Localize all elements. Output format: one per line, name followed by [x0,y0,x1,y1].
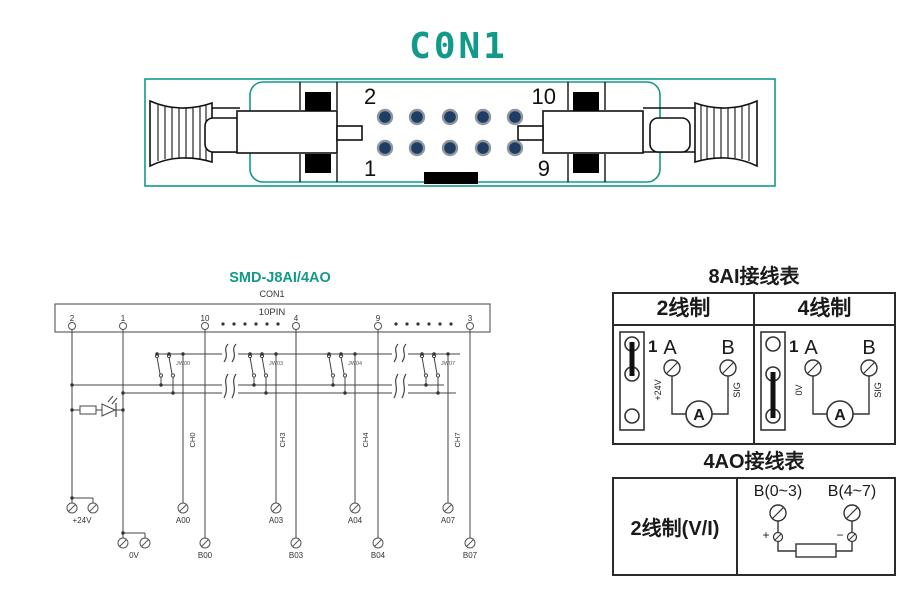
pin-number-1: 1 [364,156,376,181]
channel-label: CH0 [188,432,197,447]
terminal-a-label: A [663,337,677,359]
ai-table-title: 8AI接线表 [708,266,800,288]
source-label: +24V [653,379,663,400]
ammeter-label: A [834,407,846,424]
ai-table: 2线制 4线制 1 A B [612,292,896,445]
strip-pin-circles [68,322,474,330]
terminal-a-label: A [804,337,818,359]
jumper-block [619,331,645,431]
strip-pin-2: 2 [70,314,75,323]
terminal-strip-box [54,303,491,333]
label-a03: A03 [269,516,284,525]
ai-col-4wire: 4线制 [753,294,894,324]
channel-labels: CH0 CH3 CH4 CH7 [188,432,462,447]
ammeter [826,400,854,428]
terminal-b-label: B [721,337,734,359]
load-resistor [795,543,837,558]
terminal-labels: +24V 0V A00 A03 A04 A07 B00 B03 B04 B07 [73,516,478,560]
strip-pin-3: 3 [468,314,473,323]
figure-outer-frame [144,78,776,187]
channel-label: CH3 [278,432,287,447]
jumper-block [760,331,786,431]
jumper-switch-group-1: JW03 [247,352,283,395]
pin-count-label: 10PIN [259,307,286,318]
label-b03: B03 [289,551,304,560]
jumper-label: JW07 [441,361,455,367]
con1-figure-title: C0N1 [409,26,508,67]
ao-row-2wire-label: 2线制(V/I) [614,479,738,574]
ao-plus: + [762,528,769,542]
ai-4wire-drawing: 1 A B 0V SIG A [760,331,883,431]
source-label: 0V [794,384,804,395]
connector-housing-left [236,110,363,154]
smd-schematic: SMD-J8AI/4AO CON1 10PIN 2 1 10 4 9 3 [54,270,491,560]
jumper-label: JW04 [348,361,362,367]
jumper-pos-label: 1 [789,337,798,356]
ai-cell-4wire: 1 A B 0V SIG A [753,326,894,443]
strip-pin-numbers: 2 1 10 4 9 3 [70,314,473,323]
strip-pin-1: 1 [121,314,126,323]
strip-pin-4: 4 [294,314,299,323]
pin-number-9: 9 [538,156,550,181]
ao-cell-drawing: B(0~3) B(4~7) + − [738,479,894,574]
ai-table-body: 1 A B +24V SIG A [614,326,894,443]
pin-number-labels: 2 10 1 9 [364,84,556,181]
wiring-tables-panel: 8AI接线表 2线制 4线制 1 A B [612,264,896,576]
wire-break-marks [223,343,407,399]
pin-number-2: 2 [364,84,376,109]
channel-label: CH7 [453,432,462,447]
ai-table-header: 2线制 4线制 [614,294,894,326]
label-0v: 0V [129,551,139,560]
jumper-pos-label: 1 [648,337,657,356]
keying-bar [424,172,478,184]
label-a04: A04 [348,516,363,525]
screw-terminals [66,502,476,549]
cable-strain-relief-right [694,99,758,168]
ao-group-b03: B(0~3) [754,483,802,500]
sig-label: SIG [873,382,883,398]
ai-cell-2wire: 1 A B +24V SIG A [614,326,753,443]
sig-label: SIG [732,382,742,398]
schematic-title: SMD-J8AI/4AO [229,270,331,286]
ao-2wire-drawing: B(0~3) B(4~7) + − [754,483,876,558]
jumper-switch-group-2: JW04 [326,352,362,395]
schematic-connector-label: CON1 [259,289,284,299]
label-a00: A00 [176,516,191,525]
pin-number-10: 10 [532,84,556,109]
cable-strain-relief-left [149,99,213,168]
jumper-switch-group-3: JW07 [419,352,455,395]
ammeter [685,400,713,428]
label-b04: B04 [371,551,386,560]
con1-connector-figure: 2 10 1 9 [144,78,776,187]
ao-group-b47: B(4~7) [828,483,876,500]
jumper-switch-group-0: JW00 [154,352,190,395]
jumper-label: JW03 [269,361,283,367]
label-b07: B07 [463,551,478,560]
pin-grid [376,108,524,157]
ai-2wire-drawing: 1 A B +24V SIG A [619,331,742,431]
schematic-wires [71,329,471,538]
power-indicator [79,395,118,417]
terminal-b-label: B [862,337,875,359]
label-b00: B00 [198,551,213,560]
ammeter-label: A [693,407,705,424]
strip-pin-10: 10 [201,314,210,323]
channel-label: CH4 [361,432,370,447]
jumper-label: JW00 [176,361,190,367]
strip-pin-9: 9 [376,314,381,323]
junction-dots [70,383,125,535]
omitted-pin-dots [221,322,453,326]
ao-table-title: 4AO接线表 [703,451,805,473]
cable-plug-left [204,107,246,153]
label-24v: +24V [73,516,93,525]
label-a07: A07 [441,516,456,525]
polarization-keys [299,82,606,182]
connector-housing-right [517,110,644,154]
ai-col-2wire: 2线制 [656,297,711,320]
ao-minus: − [836,528,843,542]
ao-table: 2线制(V/I) B(0~3) B(4~7) + − [612,477,896,576]
cable-plug-right [643,107,697,153]
